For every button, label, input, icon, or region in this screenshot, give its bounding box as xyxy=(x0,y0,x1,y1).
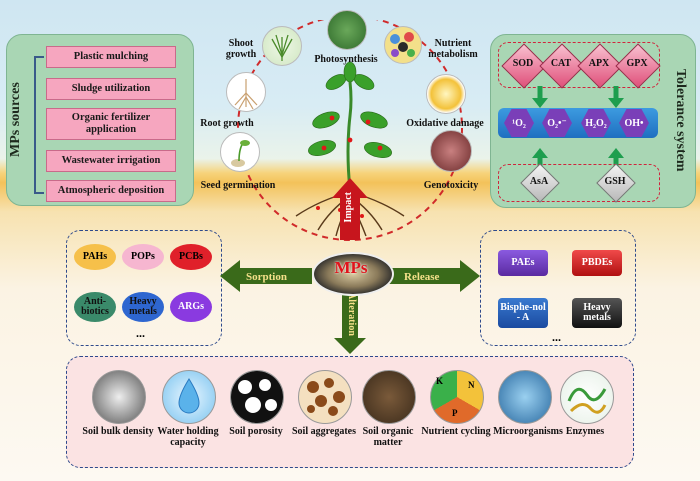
antioxidant-gsh-label: GSH xyxy=(604,176,626,187)
oxidative-damage-icon xyxy=(426,74,466,114)
source-organic-fertilizer: Organic fertilizer application xyxy=(46,108,176,140)
release-pbdes: PBDEs xyxy=(572,250,622,276)
sorption-pahs: PAHs xyxy=(74,244,116,270)
soil-bulk-density-label: Soil bulk density xyxy=(82,426,154,437)
sorption-antibiotics: Anti-biotics xyxy=(74,292,116,322)
enzyme-apx-label: APX xyxy=(588,58,610,69)
seed-germination-icon xyxy=(220,132,260,172)
sources-bracket xyxy=(34,56,44,194)
enzymes-label: Enzymes xyxy=(565,426,605,437)
center-arrows xyxy=(220,260,480,354)
sorption-box xyxy=(66,230,222,346)
genotoxicity-label: Genotoxicity xyxy=(423,180,479,191)
impact-label: Impact xyxy=(343,192,354,223)
soil-bulk-density-icon xyxy=(92,370,146,424)
release-heavy-metals: Heavy metals xyxy=(572,298,622,328)
mps-blob xyxy=(312,252,394,296)
soil-properties-panel xyxy=(66,356,634,468)
soil-porosity-label: Soil porosity xyxy=(229,426,283,437)
release-label: Release xyxy=(404,271,440,283)
microorganisms-icon xyxy=(498,370,552,424)
release-more: ... xyxy=(552,330,561,344)
sorption-pcbs: PCBs xyxy=(170,244,212,270)
enzyme-cat-label: CAT xyxy=(550,58,572,69)
mps-sources-title: MPs sources xyxy=(8,82,23,158)
tolerance-system-title: Tolerance system xyxy=(673,68,688,172)
plant-cycle-svg xyxy=(237,20,463,241)
sorption-label: Sorption xyxy=(246,271,287,283)
alteration-label: Alteration xyxy=(346,292,357,336)
source-sludge-utilization: Sludge utilization xyxy=(46,78,176,100)
source-atmospheric-deposition: Atmospheric deposition xyxy=(46,180,176,202)
soil-aggregates-label: Soil aggregates xyxy=(292,426,356,437)
nutrient-cycling-icon xyxy=(430,370,484,424)
cycle-letter-n: N xyxy=(468,380,475,390)
nutrient-cycling-label: Nutrient cycling xyxy=(421,426,491,437)
nutrient-metabolism-icon xyxy=(384,26,422,64)
sorption-heavy-metals: Heavy metals xyxy=(122,292,164,322)
source-wastewater-irrigation: Wastewater irrigation xyxy=(46,150,176,172)
water-holding-capacity-label: Water holding capacity xyxy=(157,426,219,448)
soil-organic-matter-icon xyxy=(362,370,416,424)
enzymes-icon xyxy=(560,370,614,424)
source-plastic-mulching: Plastic mulching xyxy=(46,46,176,68)
shoot-growth-label: Shoot growth xyxy=(225,38,257,60)
root-growth-icon xyxy=(226,72,266,112)
mps-label: MPs xyxy=(334,258,368,277)
photosynthesis-icon xyxy=(327,10,367,50)
soil-organic-matter-label: Soil organic matter xyxy=(362,426,414,448)
sorption-args: ARGs xyxy=(170,292,212,322)
release-bisphenol-a: Bisphe-nol - A xyxy=(498,298,548,328)
enzyme-gpx-label: GPX xyxy=(626,58,648,69)
shoot-growth-icon xyxy=(262,26,302,66)
oxidative-damage-label: Oxidative damage xyxy=(406,118,484,129)
cycle-letter-p: P xyxy=(452,408,458,418)
sorption-more: ... xyxy=(136,326,145,340)
release-box xyxy=(480,230,636,346)
release-paes: PAEs xyxy=(498,250,548,276)
seed-germination-label: Seed germination xyxy=(200,180,276,191)
photosynthesis-label: Photosynthesis xyxy=(314,54,378,65)
enzyme-sod-label: SOD xyxy=(512,58,534,69)
sorption-pops: POPs xyxy=(122,244,164,270)
genotoxicity-icon xyxy=(430,130,472,172)
antioxidant-group-box xyxy=(498,164,660,202)
water-holding-capacity-icon xyxy=(162,370,216,424)
antioxidant-asa-label: AsA xyxy=(529,176,549,187)
root-growth-label: Root growth xyxy=(200,118,254,129)
soil-porosity-icon xyxy=(230,370,284,424)
nutrient-metabolism-label: Nutrient metabolism xyxy=(428,38,478,60)
soil-aggregates-icon xyxy=(298,370,352,424)
cycle-letter-k: K xyxy=(436,376,444,386)
microorganisms-label: Microorganisms xyxy=(493,426,563,437)
